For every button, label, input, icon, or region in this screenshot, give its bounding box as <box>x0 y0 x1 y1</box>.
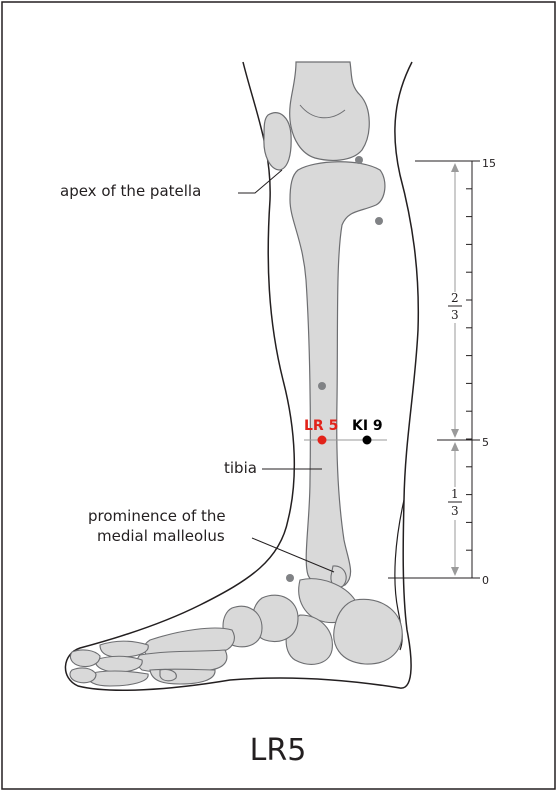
scale-label-top: 15 <box>482 157 496 170</box>
reference-marker <box>318 382 326 390</box>
malleolus-label-line1: prominence of the <box>88 507 226 525</box>
upper-fraction-numerator: 2 <box>451 291 459 305</box>
reference-marker <box>355 156 363 164</box>
ki9-label: KI 9 <box>352 418 383 434</box>
diagram-title: LR5 <box>250 733 307 768</box>
reference-marker <box>286 574 294 582</box>
lower-fraction-denominator: 3 <box>451 504 459 518</box>
patella <box>264 113 291 170</box>
apex-patella-label: apex of the patella <box>60 182 201 200</box>
upper-fraction-denominator: 3 <box>451 308 459 322</box>
tibia-label: tibia <box>224 459 257 477</box>
scale-label-mid: 5 <box>482 436 489 449</box>
lr5-label: LR 5 <box>304 418 338 434</box>
malleolus-label-line2: medial malleolus <box>97 527 225 545</box>
reference-marker <box>375 217 383 225</box>
lower-fraction-numerator: 1 <box>451 487 459 501</box>
lr5-point <box>318 436 327 445</box>
ki9-point <box>363 436 372 445</box>
scale-label-bottom: 0 <box>482 574 489 587</box>
